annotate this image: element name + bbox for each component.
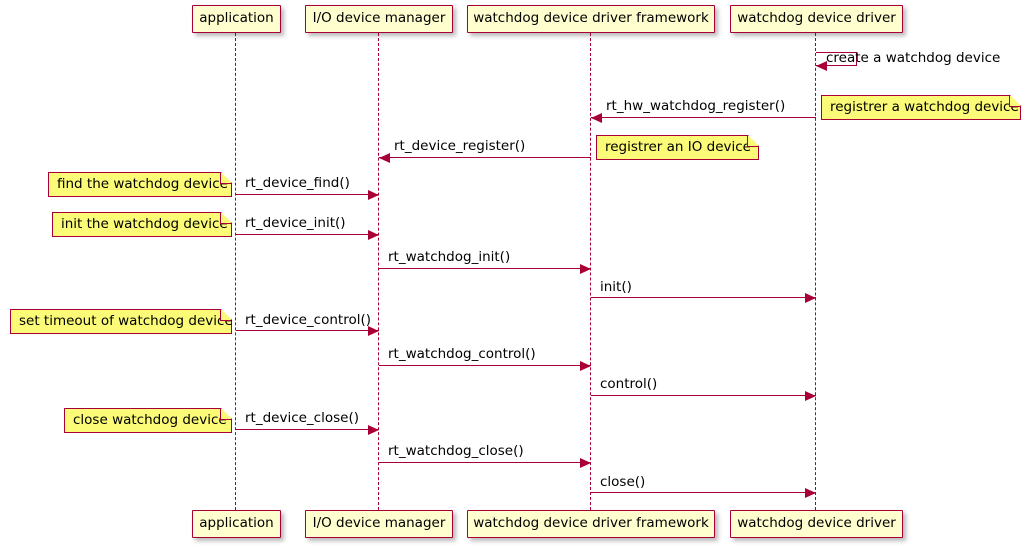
message-label-rt-watchdog-init: rt_watchdog_init() xyxy=(388,249,511,265)
note-fold-corner xyxy=(220,213,231,224)
participant-label: watchdog device driver xyxy=(737,515,896,532)
participant-label: watchdog device driver framework xyxy=(473,10,709,27)
message-label-rt-device-init: rt_device_init() xyxy=(245,215,346,231)
note-set-timeout-of-watchdog-device: set timeout of watchdog device xyxy=(10,309,232,334)
participant-footer-application[interactable]: application xyxy=(192,510,281,538)
arrowhead-rt-device-control xyxy=(368,326,379,336)
participant-header-watchdog-driver[interactable]: watchdog device driver xyxy=(730,5,903,33)
message-line-control xyxy=(591,395,816,396)
lifeline-application xyxy=(235,33,236,510)
participant-label: I/O device manager xyxy=(312,515,446,532)
participant-label: I/O device manager xyxy=(312,10,446,27)
message-line-rt-watchdog-control xyxy=(379,365,591,366)
participant-label: application xyxy=(199,10,274,27)
message-label-rt-watchdog-close: rt_watchdog_close() xyxy=(388,443,524,459)
message-label-rt-device-close: rt_device_close() xyxy=(245,410,359,426)
participant-label: application xyxy=(199,515,274,532)
message-label-rt-device-register: rt_device_register() xyxy=(394,138,526,154)
lifeline-watchdog-driver xyxy=(815,33,816,510)
note-text: close watchdog device xyxy=(73,411,227,428)
message-label-rt-device-find: rt_device_find() xyxy=(245,175,350,191)
arrowhead-rt-device-init xyxy=(368,230,379,240)
note-text: registrer a watchdog device xyxy=(830,98,1019,115)
arrowhead-create-a-watchdog-device xyxy=(816,61,827,71)
participant-label: watchdog device driver framework xyxy=(473,515,709,532)
note-find-the-watchdog-device: find the watchdog device xyxy=(48,172,232,197)
message-line-rt-watchdog-init xyxy=(379,268,591,269)
message-line-init xyxy=(591,297,816,298)
message-label-init: init() xyxy=(600,279,632,295)
arrowhead-rt-device-close xyxy=(368,425,379,435)
arrowhead-rt-watchdog-control xyxy=(580,361,591,371)
participant-footer-watchdog-driver[interactable]: watchdog device driver xyxy=(730,510,903,538)
participant-header-watchdog-framework[interactable]: watchdog device driver framework xyxy=(467,5,715,33)
note-text: registrer an IO device xyxy=(605,138,751,155)
self-message-create-a-watchdog-device xyxy=(816,52,857,66)
message-label-close: close() xyxy=(600,474,646,490)
participant-label: watchdog device driver xyxy=(737,10,896,27)
arrowhead-init xyxy=(805,293,816,303)
note-fold-corner xyxy=(1009,96,1020,107)
message-line-rt-device-register xyxy=(379,157,591,158)
participant-footer-io-device-manager[interactable]: I/O device manager xyxy=(305,510,453,538)
arrowhead-control xyxy=(805,391,816,401)
arrowhead-close xyxy=(805,488,816,498)
note-text: set timeout of watchdog device xyxy=(19,312,233,329)
note-init-the-watchdog-device: init the watchdog device xyxy=(52,212,232,237)
note-text: find the watchdog device xyxy=(57,175,228,192)
message-label-control: control() xyxy=(600,376,658,392)
note-text: init the watchdog device xyxy=(61,215,228,232)
note-registrer-an-io-device: registrer an IO device xyxy=(596,135,759,160)
note-fold-corner xyxy=(220,409,231,420)
participant-header-application[interactable]: application xyxy=(192,5,281,33)
note-fold-corner xyxy=(220,310,231,321)
arrowhead-rt-watchdog-close xyxy=(580,458,591,468)
participant-header-io-device-manager[interactable]: I/O device manager xyxy=(305,5,453,33)
note-close-watchdog-device: close watchdog device xyxy=(64,408,232,433)
message-line-rt-device-find xyxy=(236,194,379,195)
message-label-rt-device-control: rt_device_control() xyxy=(245,312,372,328)
note-fold-corner xyxy=(220,173,231,184)
message-label-create-a-watchdog-device: create a watchdog device xyxy=(826,50,1001,66)
lifeline-io-device-manager xyxy=(378,33,379,510)
note-fold-corner xyxy=(747,136,758,147)
message-line-rt-device-init xyxy=(236,234,379,235)
participant-footer-watchdog-framework[interactable]: watchdog device driver framework xyxy=(467,510,715,538)
arrowhead-rt-hw-watchdog-register xyxy=(591,113,602,123)
message-label-rt-watchdog-control: rt_watchdog_control() xyxy=(388,346,536,362)
arrowhead-rt-watchdog-init xyxy=(580,264,591,274)
message-line-rt-watchdog-close xyxy=(379,462,591,463)
arrowhead-rt-device-find xyxy=(368,190,379,200)
message-line-rt-device-close xyxy=(236,429,379,430)
arrowhead-rt-device-register xyxy=(379,153,390,163)
message-line-rt-device-control xyxy=(236,330,379,331)
message-line-rt-hw-watchdog-register xyxy=(591,117,816,118)
message-line-close xyxy=(591,492,816,493)
message-label-rt-hw-watchdog-register: rt_hw_watchdog_register() xyxy=(606,98,786,114)
note-registrer-a-watchdog-device: registrer a watchdog device xyxy=(821,95,1021,120)
